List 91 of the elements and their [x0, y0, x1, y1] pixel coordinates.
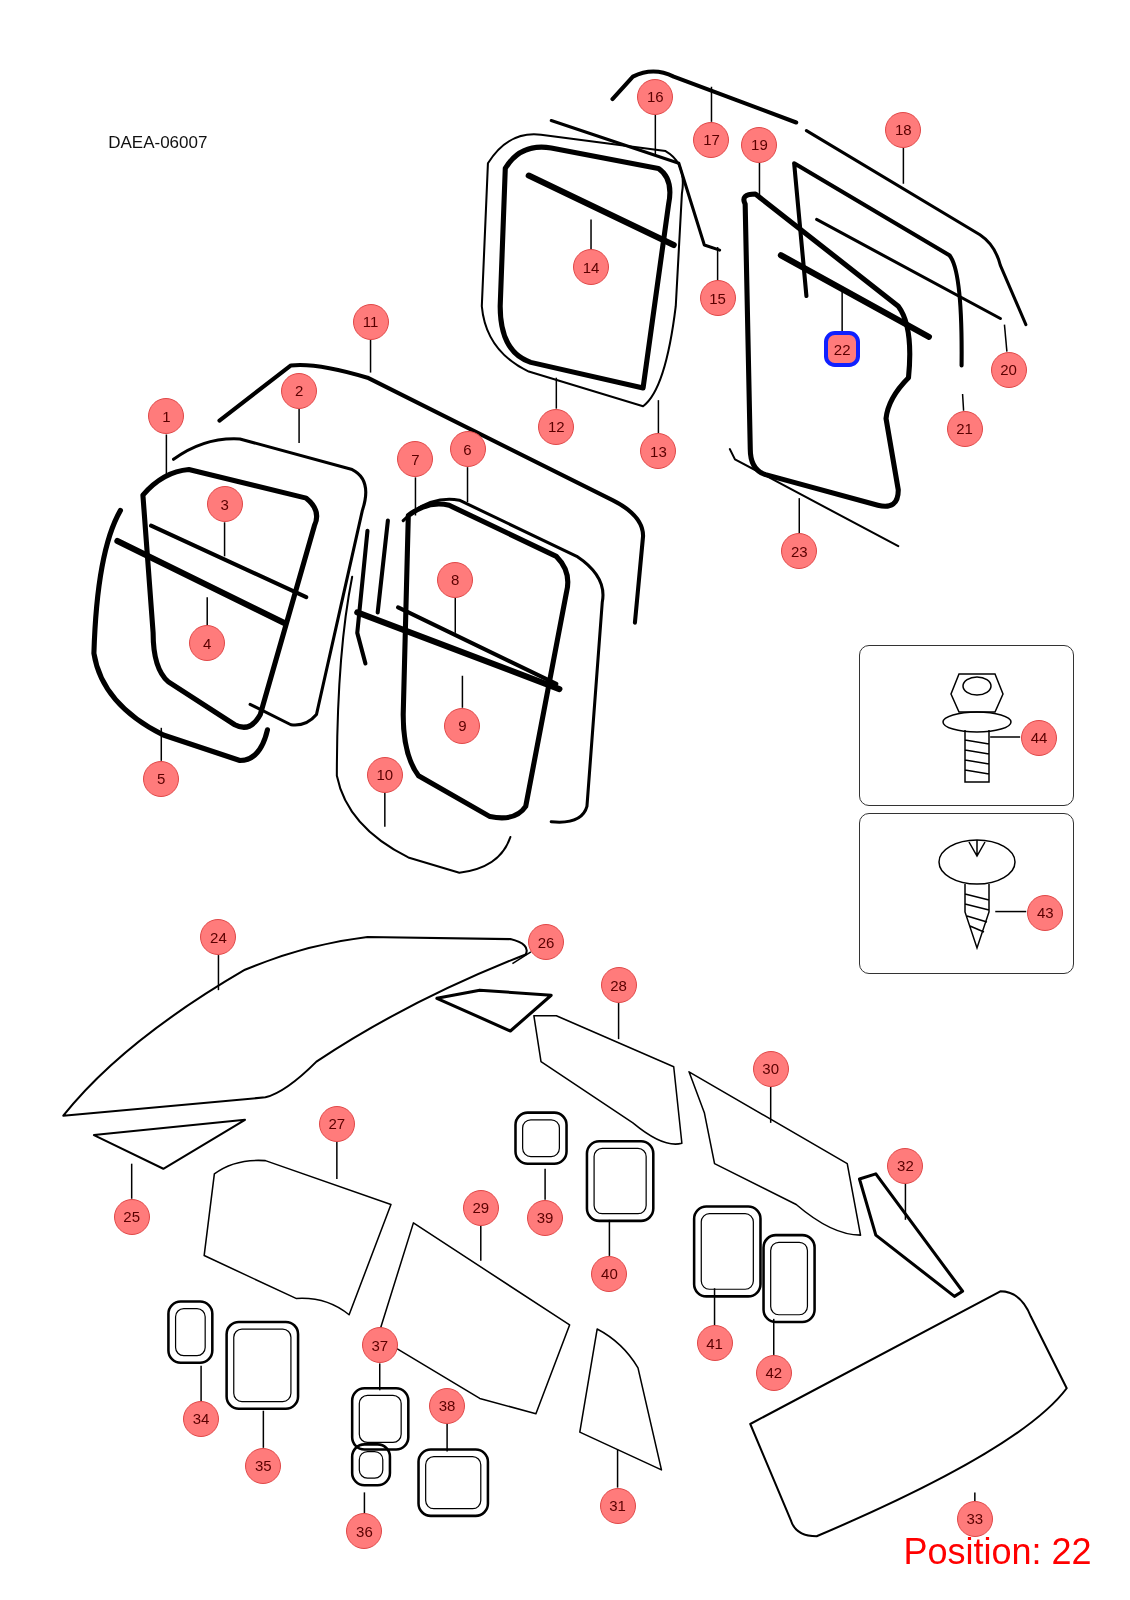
- callout-number: 28: [600, 967, 637, 1004]
- callout-number: 17: [693, 121, 730, 158]
- callout-number: 37: [361, 1327, 398, 1364]
- callout-number: 2: [281, 372, 318, 409]
- leader-line: [223, 521, 226, 558]
- callout-number: 14: [573, 249, 609, 286]
- callout-number: 27: [318, 1105, 355, 1142]
- leader-line: [511, 951, 532, 965]
- callout-number: 30: [752, 1050, 789, 1087]
- callout-number: 39: [527, 1199, 564, 1236]
- callout-number: 41: [696, 1325, 733, 1362]
- leader-line: [165, 433, 168, 477]
- leader-line: [544, 1168, 546, 1201]
- leader-line: [206, 596, 208, 626]
- leader-line: [590, 218, 592, 251]
- leader-line: [994, 910, 1027, 913]
- callout-number: 26: [528, 924, 565, 961]
- callout-number: 19: [741, 126, 778, 163]
- leader-line: [369, 338, 372, 374]
- part-panel: [859, 645, 1074, 807]
- leader-line: [710, 86, 713, 123]
- leader-line: [713, 1287, 716, 1327]
- callout-number: 3: [206, 486, 243, 523]
- leader-line: [716, 246, 719, 281]
- leader-line: [616, 1448, 619, 1489]
- leader-line: [974, 1491, 976, 1502]
- callout-number: 5: [143, 760, 180, 797]
- callout-number: 12: [538, 408, 575, 445]
- leader-line: [989, 736, 1021, 738]
- leader-line: [769, 1086, 772, 1124]
- leader-line: [414, 476, 417, 517]
- callout-number: 11: [352, 303, 389, 340]
- part-panel: [859, 812, 1074, 974]
- leader-line: [466, 466, 469, 503]
- leader-line: [262, 1409, 265, 1449]
- callout-number: 32: [887, 1147, 924, 1184]
- callout-number: 25: [113, 1198, 150, 1235]
- leader-line: [379, 1362, 381, 1392]
- leader-line: [480, 1224, 482, 1262]
- callout-number: 38: [429, 1387, 466, 1424]
- callout-number: 34: [183, 1400, 220, 1437]
- callout-number: 4: [189, 625, 226, 662]
- leader-line: [363, 1491, 366, 1514]
- callout-number: 7: [397, 441, 434, 478]
- callout-number: 36: [346, 1513, 383, 1550]
- leader-line: [461, 675, 464, 709]
- leader-line: [336, 1141, 338, 1180]
- leader-line: [841, 290, 843, 332]
- callout-number: 6: [449, 431, 486, 468]
- leader-line: [384, 792, 386, 828]
- leader-line: [904, 1183, 907, 1221]
- leader-line: [454, 597, 456, 634]
- leader-line: [217, 954, 220, 991]
- leader-line: [608, 1219, 611, 1257]
- leader-line: [200, 1365, 202, 1402]
- callout-number: 42: [755, 1354, 792, 1391]
- leader-line: [961, 393, 965, 412]
- callout-number: 22: [824, 331, 861, 368]
- callout-number: 21: [946, 410, 983, 447]
- callout-number: 10: [366, 756, 403, 793]
- callout-number: 44: [1021, 720, 1058, 756]
- callout-number: 20: [990, 351, 1027, 388]
- callout-number: 9: [444, 707, 481, 744]
- callout-number: 31: [599, 1487, 636, 1524]
- leader-line: [617, 1002, 620, 1040]
- callout-number: 16: [637, 78, 674, 115]
- callout-number: 33: [956, 1500, 993, 1537]
- callout-number: 43: [1027, 894, 1064, 931]
- callout-number: 18: [885, 111, 922, 148]
- leader-line: [902, 146, 905, 185]
- leader-line: [654, 114, 657, 156]
- callout-number: 24: [200, 919, 237, 956]
- leader-line: [555, 376, 558, 410]
- leader-line: [446, 1422, 448, 1453]
- leader-line: [657, 399, 660, 434]
- leader-line: [798, 497, 800, 534]
- callout-number: 29: [462, 1189, 499, 1226]
- leader-line: [1003, 323, 1008, 353]
- leader-line: [773, 1318, 775, 1356]
- leader-line: [130, 1162, 133, 1200]
- callout-number: 1: [148, 398, 185, 435]
- callout-number: 35: [245, 1447, 282, 1484]
- leader-line: [160, 727, 163, 762]
- callout-number: 15: [699, 280, 736, 317]
- drawing-number: DAEA-06007: [108, 132, 208, 153]
- callout-number: 13: [640, 433, 677, 470]
- callout-number: 40: [591, 1255, 628, 1292]
- callout-number: 8: [437, 561, 474, 598]
- leader-line: [758, 162, 761, 201]
- callout-number: 23: [781, 533, 818, 570]
- leader-line: [298, 408, 300, 444]
